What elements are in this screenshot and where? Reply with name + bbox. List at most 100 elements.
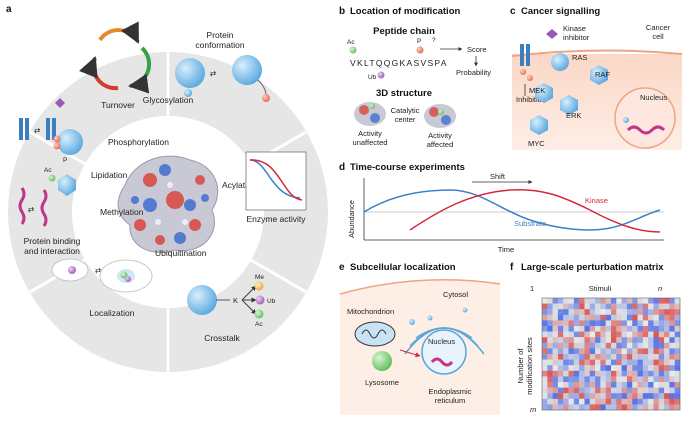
heatmap-cell (616, 359, 622, 366)
heatmap-cell (542, 337, 548, 343)
central-protein (117, 155, 219, 253)
label-ubiquitination: Ubiquitination (155, 248, 207, 258)
heatmap-cell (589, 320, 596, 327)
heatmap-cell (664, 342, 670, 349)
heatmap-cell (621, 326, 628, 332)
heatmap-cell (611, 303, 617, 310)
heatmap-cell (589, 309, 596, 315)
mark-ub: Ub (368, 74, 377, 81)
heatmap-cell (605, 331, 612, 338)
heatmap-cell (653, 303, 659, 310)
heatmap-cell (616, 382, 622, 388)
heatmap-cell (542, 398, 548, 405)
heatmap-cell (563, 370, 569, 377)
heatmap-cell (563, 387, 569, 394)
heatmap-cell (642, 342, 649, 349)
heatmap-cell (542, 331, 548, 338)
heatmap-cell (552, 320, 559, 327)
heatmap-cell (611, 309, 617, 315)
heatmap-cell (552, 393, 559, 399)
panel-e: e Subcellular localization Mitochondrion… (339, 262, 501, 415)
heatmap-cell (568, 359, 575, 366)
label-turnover: Turnover (101, 100, 135, 110)
heatmap-cell (626, 326, 633, 332)
heatmap-cell (611, 398, 617, 405)
heatmap-cell (547, 387, 553, 394)
heatmap-cell (669, 309, 675, 315)
heatmap-cell (674, 348, 681, 355)
heatmap-cell (579, 342, 585, 349)
heatmap-cell (605, 370, 612, 377)
heatmap-cell (542, 376, 548, 383)
heatmap-cell (637, 314, 644, 321)
heatmap-cell (626, 342, 633, 349)
heatmap-cell (568, 331, 575, 338)
heatmap-cell (605, 398, 612, 405)
heatmap-cell (600, 393, 606, 399)
heatmap-cell (589, 376, 596, 383)
heatmap-cell (568, 404, 575, 411)
heatmap-cell (669, 387, 675, 394)
heatmap-cell (579, 359, 585, 366)
heatmap-cell (611, 320, 617, 327)
heatmap-cell (611, 348, 617, 355)
heatmap-cell (552, 354, 559, 360)
heatmap-cell (669, 354, 675, 360)
heatmap-cell (547, 354, 553, 360)
heatmap-cell (573, 404, 580, 411)
heatmap-cell (547, 359, 553, 366)
heatmap-cell (637, 331, 644, 338)
heatmap-cell (563, 382, 569, 388)
label-kinase-inhibitor-1: Kinase (563, 24, 586, 33)
label-enzyme-activity: Enzyme activity (246, 214, 306, 224)
heatmap-cell (557, 303, 564, 310)
heatmap-cell (664, 376, 670, 383)
heatmap-cell (600, 337, 606, 343)
heatmap-cell (637, 393, 644, 399)
heatmap-cell (648, 359, 654, 366)
structure-title: 3D structure (376, 88, 432, 99)
heatmap-cell (542, 348, 548, 355)
heatmap-cell (579, 365, 585, 371)
heatmap-cell (552, 309, 559, 315)
heatmap-cell (557, 404, 564, 411)
heatmap-cell (557, 398, 564, 405)
heatmap-cell (637, 354, 644, 360)
heatmap-cell (664, 309, 670, 315)
heatmap-cell (600, 365, 606, 371)
heatmap-cell (669, 342, 675, 349)
heatmap-cell (669, 365, 675, 371)
heatmap-cell (542, 320, 548, 327)
heatmap-cell (632, 387, 638, 394)
equilibrium-icon: ⇄ (34, 126, 41, 135)
heatmap-cell (547, 382, 553, 388)
heatmap-cell (547, 298, 553, 304)
heatmap-cell (605, 348, 612, 355)
heatmap-cell (600, 320, 606, 327)
heatmap-cell (664, 348, 670, 355)
label-catalytic-2: center (395, 115, 416, 124)
heatmap-cell (579, 398, 585, 405)
heatmap-cell (658, 365, 665, 371)
heatmap-cell (552, 404, 559, 411)
heatmap-cell (653, 387, 659, 394)
heatmap-cell (637, 404, 644, 411)
heatmap-cell (642, 404, 649, 411)
heatmap-cell (626, 370, 633, 377)
heatmap-cell (632, 404, 638, 411)
heatmap-cell (595, 326, 601, 332)
structure-unaffected (354, 102, 386, 126)
heatmap-cell (648, 404, 654, 411)
heatmap-cell (621, 365, 628, 371)
heatmap-cell (653, 359, 659, 366)
heatmap-cell (669, 359, 675, 366)
heatmap-cell (642, 326, 649, 332)
heatmap-cell (637, 387, 644, 394)
heatmap-cell (542, 382, 548, 388)
panel-b-letter: b (339, 6, 345, 17)
heatmap-cell (573, 370, 580, 377)
heatmap-cell (568, 342, 575, 349)
heatmap-cell (579, 303, 585, 310)
heatmap-cell (573, 303, 580, 310)
heatmap-cell (632, 314, 638, 321)
